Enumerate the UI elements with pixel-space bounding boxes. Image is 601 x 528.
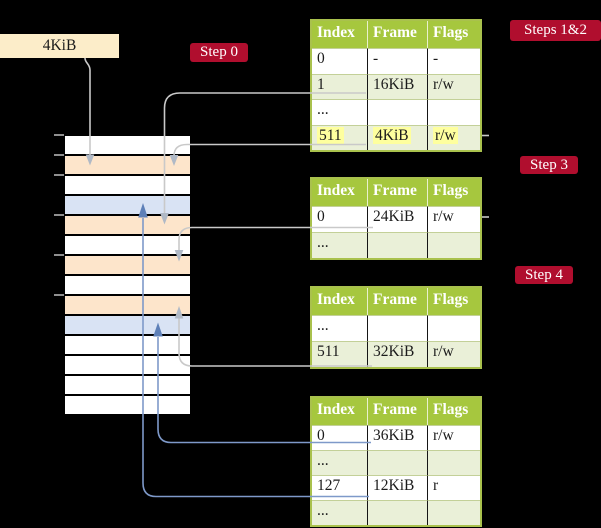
- cell-index: 127: [312, 475, 367, 500]
- cell-frame: 32KiB: [367, 341, 427, 367]
- cell-index: 511: [312, 124, 367, 150]
- page-table-top: Index Frame Flags 0 - - 1 16KiB r/w ... …: [310, 19, 482, 152]
- memory-row-12: [65, 376, 190, 394]
- cell-frame: 12KiB: [367, 475, 427, 500]
- col-header-index: Index: [312, 288, 367, 315]
- cell-flags: r/w: [427, 341, 480, 367]
- memory-row-11: [65, 356, 190, 374]
- memory-row-0: [65, 136, 190, 154]
- cell-frame: [367, 232, 427, 258]
- memory-tick: [54, 134, 64, 136]
- cell-flags: [427, 99, 480, 125]
- cell-frame: [367, 500, 427, 525]
- col-header-index: Index: [312, 398, 367, 425]
- table-row: 511 32KiB r/w: [312, 341, 480, 367]
- cell-flags: [427, 232, 480, 258]
- highlight: 511: [317, 126, 344, 144]
- memory-row-3: [65, 196, 190, 214]
- cell-flags: r/w: [427, 206, 480, 232]
- memory-tick: [54, 174, 64, 176]
- table-row-highlighted: 511 4KiB r/w: [312, 124, 480, 150]
- memory-row-10: [65, 336, 190, 354]
- memory-row-6: [65, 256, 190, 274]
- memory-row-8: [65, 296, 190, 314]
- page-table-step3: Index Frame Flags 0 24KiB r/w ...: [310, 177, 482, 260]
- table-header-row: Index Frame Flags: [312, 21, 480, 48]
- cell-index: 511: [312, 341, 367, 367]
- cell-index: ...: [312, 500, 367, 525]
- memory-stack: [65, 136, 190, 416]
- cell-index: ...: [312, 450, 367, 475]
- step0-label: Step 0: [190, 43, 248, 62]
- cell-index: ...: [312, 315, 367, 341]
- memory-tick: [54, 214, 64, 216]
- cell-frame: -: [367, 48, 427, 74]
- cell-flags: -: [427, 48, 480, 74]
- cell-frame: [367, 315, 427, 341]
- cell-frame: 16KiB: [367, 73, 427, 99]
- cell-flags: r: [427, 475, 480, 500]
- memory-tick: [54, 254, 64, 256]
- cell-index: ...: [312, 99, 367, 125]
- cell-frame: [367, 99, 427, 125]
- table-row: 1 16KiB r/w: [312, 73, 480, 99]
- cell-flags: [427, 315, 480, 341]
- cell-frame: 36KiB: [367, 425, 427, 450]
- table-row: 0 36KiB r/w: [312, 425, 480, 450]
- table-row: ...: [312, 500, 480, 525]
- cell-flags: r/w: [427, 124, 480, 150]
- page-table-step4: Index Frame Flags ... 511 32KiB r/w: [310, 286, 482, 369]
- table-header-row: Index Frame Flags: [312, 288, 480, 315]
- highlight: 4KiB: [373, 126, 411, 144]
- memory-row-5: [65, 236, 190, 254]
- col-header-frame: Frame: [367, 288, 427, 315]
- memory-row-13: [65, 396, 190, 414]
- cell-flags: r/w: [427, 425, 480, 450]
- cell-index: 0: [312, 48, 367, 74]
- highlight: r/w: [433, 126, 458, 144]
- table-header-row: Index Frame Flags: [312, 179, 480, 206]
- cell-flags: r/w: [427, 73, 480, 99]
- steps-1-2-label: Steps 1&2: [510, 20, 601, 41]
- memory-row-9: [65, 316, 190, 334]
- table-row: 0 24KiB r/w: [312, 206, 480, 232]
- step3-label: Step 3: [520, 156, 578, 174]
- cell-index: 0: [312, 425, 367, 450]
- col-header-index: Index: [312, 21, 367, 48]
- memory-row-4: [65, 216, 190, 234]
- memory-tick: [54, 154, 64, 156]
- cell-index: 1: [312, 73, 367, 99]
- table-row: 0 - -: [312, 48, 480, 74]
- cell-flags: [427, 500, 480, 525]
- cell-flags: [427, 450, 480, 475]
- cell-index: 0: [312, 206, 367, 232]
- table-row: ...: [312, 450, 480, 475]
- col-header-index: Index: [312, 179, 367, 206]
- col-header-flags: Flags: [427, 179, 480, 206]
- col-header-flags: Flags: [427, 288, 480, 315]
- table-header-row: Index Frame Flags: [312, 398, 480, 425]
- memory-tick: [54, 294, 64, 296]
- memory-row-1: [65, 156, 190, 174]
- col-header-flags: Flags: [427, 398, 480, 425]
- col-header-frame: Frame: [367, 21, 427, 48]
- table-row: ...: [312, 315, 480, 341]
- frame-size-box: 4KiB: [0, 34, 119, 58]
- cell-index: ...: [312, 232, 367, 258]
- step4-label: Step 4: [515, 266, 573, 284]
- cell-frame: 24KiB: [367, 206, 427, 232]
- table-row: ...: [312, 232, 480, 258]
- cell-frame: 4KiB: [367, 124, 427, 150]
- col-header-frame: Frame: [367, 398, 427, 425]
- cell-frame: [367, 450, 427, 475]
- memory-row-7: [65, 276, 190, 294]
- col-header-frame: Frame: [367, 179, 427, 206]
- col-header-flags: Flags: [427, 21, 480, 48]
- table-row: ...: [312, 99, 480, 125]
- memory-row-2: [65, 176, 190, 194]
- table-row: 127 12KiB r: [312, 475, 480, 500]
- page-table-bottom: Index Frame Flags 0 36KiB r/w ... 127 12…: [310, 396, 482, 527]
